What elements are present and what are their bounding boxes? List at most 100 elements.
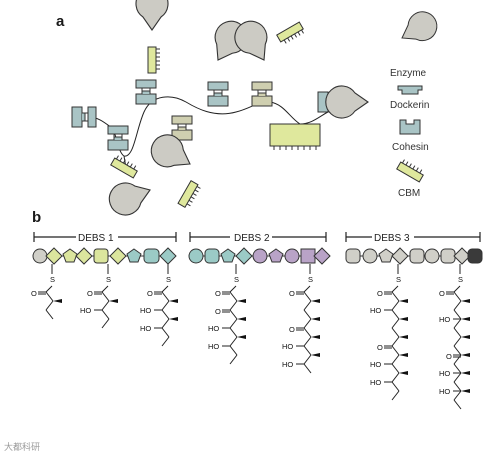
sulfur-label: S bbox=[50, 275, 55, 284]
methyl-wedge bbox=[237, 299, 246, 303]
methyl-wedge bbox=[399, 335, 408, 339]
oxygen-label: O bbox=[31, 289, 37, 298]
module-label-debs1: DEBS 1 bbox=[78, 233, 114, 244]
methyl-wedge bbox=[461, 299, 470, 303]
sulfur-label: S bbox=[166, 275, 171, 284]
sulfur-label: S bbox=[106, 275, 111, 284]
carbon-bond bbox=[303, 354, 312, 365]
carbon-bond bbox=[161, 285, 169, 293]
cohesin-icon bbox=[399, 119, 421, 135]
legend-label-cbm: CBM bbox=[398, 188, 420, 199]
legend-label-cohesin: Cohesin bbox=[392, 142, 429, 153]
oxygen-label: O bbox=[215, 289, 221, 298]
carbon-bond bbox=[453, 381, 462, 392]
carbon-bond bbox=[161, 336, 170, 347]
methyl-wedge bbox=[53, 299, 62, 303]
carbon-bond bbox=[391, 381, 400, 392]
module-label-debs2: DEBS 2 bbox=[234, 233, 270, 244]
carbon-bond bbox=[453, 363, 462, 374]
carbon-bond bbox=[453, 318, 462, 329]
panel-label-b: b bbox=[32, 209, 41, 226]
carbon-bond bbox=[453, 336, 462, 347]
enzyme-top-left bbox=[135, 0, 169, 31]
methyl-wedge bbox=[461, 317, 470, 321]
carbon-bond bbox=[101, 309, 110, 320]
domain-chain-debs2 bbox=[188, 247, 331, 265]
domain-chain-debs1 bbox=[32, 247, 177, 265]
methyl-wedge bbox=[169, 317, 178, 321]
carbon-bond bbox=[161, 291, 170, 302]
carbon-bond bbox=[303, 327, 312, 338]
methyl-wedge bbox=[461, 371, 470, 375]
hydroxyl-label: HO bbox=[208, 324, 219, 333]
carbon-bond bbox=[391, 318, 400, 329]
cbm-left-lower bbox=[110, 154, 140, 179]
carbon-bond bbox=[161, 327, 170, 338]
hydroxyl-label: HO bbox=[208, 342, 219, 351]
carbon-bond bbox=[229, 354, 238, 365]
hydroxyl-label: HO bbox=[439, 315, 450, 324]
oxygen-label: O bbox=[215, 307, 221, 316]
carbon-bond bbox=[391, 390, 400, 401]
hydroxyl-label: HO bbox=[370, 306, 381, 315]
carbon-bond bbox=[391, 300, 400, 311]
carbon-bond bbox=[303, 345, 312, 356]
carbon-bond bbox=[229, 345, 238, 356]
carbon-bond bbox=[45, 300, 54, 311]
carbon-bond bbox=[101, 285, 109, 293]
hydroxyl-label: HO bbox=[370, 360, 381, 369]
carbon-bond bbox=[453, 291, 462, 302]
legend-enzyme-icon bbox=[394, 6, 443, 51]
cbm-bottom-middle bbox=[177, 180, 202, 210]
domain-chain-debs3 bbox=[345, 247, 483, 265]
carbon-bond bbox=[391, 327, 400, 338]
carbon-bond bbox=[229, 327, 238, 338]
carbon-bond bbox=[101, 318, 110, 329]
methyl-wedge bbox=[237, 335, 246, 339]
carbon-bond bbox=[303, 336, 312, 347]
carbon-bond bbox=[303, 291, 312, 302]
oxygen-label: O bbox=[289, 289, 295, 298]
scaffold-unit-left bbox=[71, 106, 97, 128]
hydroxyl-label: HO bbox=[439, 369, 450, 378]
carbon-bond bbox=[453, 390, 462, 401]
legend: Enzyme Dockerin Cohesin CBM bbox=[390, 6, 443, 199]
sulfur-label: S bbox=[234, 275, 239, 284]
docking-pair-4 bbox=[207, 81, 229, 107]
cbm-icon bbox=[396, 158, 426, 183]
carbon-bond bbox=[303, 285, 311, 293]
carbon-bond bbox=[101, 291, 110, 302]
methyl-wedge bbox=[311, 299, 320, 303]
hydroxyl-label: HO bbox=[370, 378, 381, 387]
carbon-bond bbox=[391, 285, 399, 293]
methyl-wedge bbox=[399, 353, 408, 357]
carbon-bond bbox=[303, 363, 312, 374]
carbon-bond bbox=[453, 285, 461, 293]
carbon-bond bbox=[453, 354, 462, 365]
carbon-bond bbox=[453, 372, 462, 383]
carbon-bond bbox=[45, 309, 54, 320]
carbon-bond bbox=[303, 300, 312, 311]
oxygen-label: O bbox=[377, 289, 383, 298]
module-label-debs3: DEBS 3 bbox=[374, 233, 410, 244]
methyl-wedge bbox=[461, 389, 470, 393]
carbon-bond bbox=[161, 300, 170, 311]
oxygen-label: O bbox=[87, 289, 93, 298]
carbon-bond bbox=[303, 318, 312, 329]
oxygen-label: O bbox=[377, 343, 383, 352]
carbon-bond bbox=[101, 300, 110, 311]
methyl-wedge bbox=[461, 353, 470, 357]
methyl-wedge bbox=[311, 353, 320, 357]
carbon-bond bbox=[161, 309, 170, 320]
module-bracket-debs2: DEBS 2 bbox=[189, 232, 327, 244]
docking-pair-2 bbox=[107, 125, 129, 151]
cbm-large bbox=[269, 123, 321, 150]
chemical-structures: SOSOHOSOHOHOSOOHOHOSOOHOHOSOHOOHOHOSOHOO… bbox=[31, 264, 470, 410]
oxygen-label: O bbox=[147, 289, 153, 298]
carbon-bond bbox=[391, 363, 400, 374]
carbon-bond bbox=[391, 372, 400, 383]
carbon-bond bbox=[229, 291, 238, 302]
methyl-wedge bbox=[461, 335, 470, 339]
legend-label-enzyme: Enzyme bbox=[390, 68, 427, 79]
